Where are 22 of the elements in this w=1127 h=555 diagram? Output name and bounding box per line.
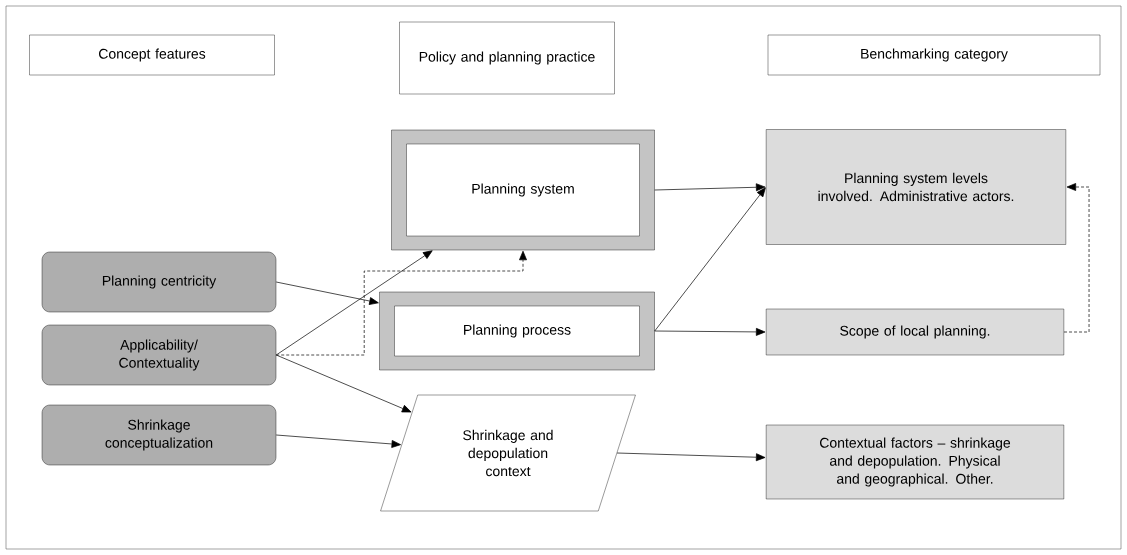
column-header-box: Policy and planning practice [399,21,615,95]
column-header-box: Benchmarking category [767,34,1101,76]
feature-box: Planning centricity [41,251,277,313]
category-box: Contextual factors – shrinkage and depopulation. Physical and geographical. Other. [765,424,1065,500]
process-box: Planning system [391,129,655,251]
column-header-box: Concept features [29,34,275,76]
arrow [1063,183,1090,333]
arrow [275,434,401,448]
arrow [275,250,433,356]
arrow [654,328,766,336]
arrow [275,354,412,413]
arrow [654,183,766,192]
arrow [654,187,766,332]
arrow [275,281,379,305]
feature-box: Shrinkage conceptualization [41,404,277,466]
feature-box: Applicability/ Contextuality [41,324,277,386]
arrow [275,250,527,356]
category-box: Planning system levels involved. Administrative actors. [765,129,1067,245]
category-box: Scope of local planning. [765,308,1065,356]
context-parallelogram: Shrinkage and depopulation context [380,394,636,512]
process-box: Planning process [379,291,655,371]
arrow [616,452,766,462]
